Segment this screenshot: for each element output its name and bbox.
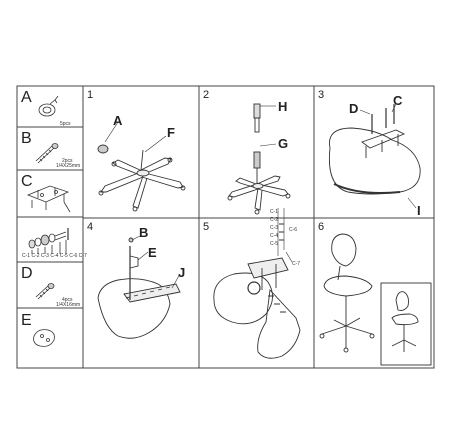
caster-wheel-icon bbox=[38, 95, 59, 117]
step5-callout-c7: C-7 bbox=[292, 261, 301, 267]
part-e-letter: E bbox=[21, 312, 32, 329]
step6-inset-frame bbox=[380, 282, 432, 366]
part-b-qty: 2pcs bbox=[62, 158, 73, 164]
step-6-number: 6 bbox=[318, 221, 325, 233]
step4-callout-b: B bbox=[139, 225, 149, 240]
step6-finished-chair-drawing bbox=[319, 233, 432, 366]
steps-grid-frame bbox=[82, 85, 435, 369]
step4-callout-j: J bbox=[178, 265, 186, 280]
step3-seat-drawing bbox=[328, 103, 421, 209]
bolt-icon bbox=[35, 143, 59, 164]
plate-icon bbox=[33, 329, 55, 347]
step2-callout-g: G bbox=[278, 136, 289, 151]
part-a-letter: A bbox=[21, 89, 32, 106]
step2-gaslift-drawing bbox=[227, 103, 291, 215]
step-4-number: 4 bbox=[87, 221, 94, 233]
short-bolt-icon bbox=[35, 283, 55, 300]
step3-callout-i: I bbox=[417, 203, 421, 218]
step3-callout-c: C bbox=[393, 93, 403, 108]
hardware-sequence-icon bbox=[28, 228, 69, 254]
step-5-number: 5 bbox=[203, 221, 210, 233]
step1-callout-f: F bbox=[167, 125, 175, 140]
step-3-number: 3 bbox=[318, 89, 325, 101]
step5-callout-c5: C-5 bbox=[270, 241, 279, 247]
step1-callout-a: A bbox=[113, 113, 123, 128]
step2-callout-h: H bbox=[278, 99, 288, 114]
step5-callout-c1: C-1 bbox=[270, 209, 279, 215]
step5-callout-c6: C-6 bbox=[289, 227, 298, 233]
step4-callout-e: E bbox=[148, 245, 157, 260]
step5-callout-c3: C-3 bbox=[270, 225, 279, 231]
step1-base-drawing bbox=[97, 121, 186, 212]
part-c-sequence: C-1 C-2 C-3 C-4 C-5 C-6 C-7 bbox=[22, 253, 87, 259]
step-1-number: 1 bbox=[87, 89, 94, 101]
step5-assembly-drawing bbox=[213, 208, 301, 359]
part-d-letter: D bbox=[21, 265, 33, 282]
mounting-bracket-icon bbox=[26, 185, 71, 213]
part-d-qty: 4pcs bbox=[62, 297, 73, 303]
step3-callout-d: D bbox=[349, 101, 359, 116]
step4-backrest-drawing bbox=[97, 235, 181, 339]
step5-callout-c4: C-4 bbox=[270, 233, 279, 239]
part-a-qty: 5pcs bbox=[60, 121, 71, 127]
step-2-number: 2 bbox=[203, 89, 210, 101]
step5-callout-c2: C-2 bbox=[270, 217, 279, 223]
part-c-letter: C bbox=[21, 173, 33, 190]
part-b-letter: B bbox=[21, 130, 32, 147]
part-d-size: 1/4X16mm bbox=[56, 302, 81, 308]
part-b-size: 1/4X25mm bbox=[56, 163, 81, 169]
